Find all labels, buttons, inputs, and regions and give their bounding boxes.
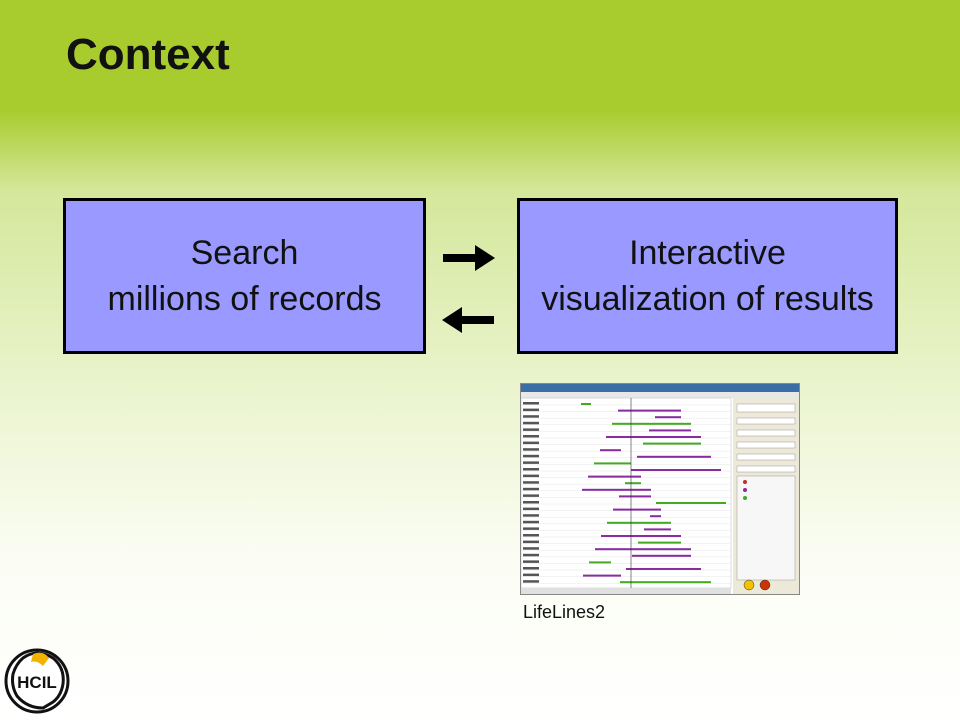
hcil-logo-text: HCIL [17,673,57,692]
visualization-box: Interactive visualization of results [517,198,898,354]
arrow-left-icon [442,307,494,333]
visualization-box-line2: visualization of results [541,280,874,318]
lifelines2-screenshot [520,383,800,595]
slide-title: Context [66,30,230,79]
search-box-line1: Search [190,234,299,272]
search-box: Search millions of records [63,198,426,354]
screenshot-caption: LifeLines2 [523,602,606,622]
hcil-logo-icon: HCIL [4,648,70,714]
arrow-right-icon [443,245,495,271]
lifelines2-screenshot-image [521,384,799,594]
visualization-box-line1: Interactive [629,234,786,272]
search-box-line2: millions of records [107,280,382,318]
